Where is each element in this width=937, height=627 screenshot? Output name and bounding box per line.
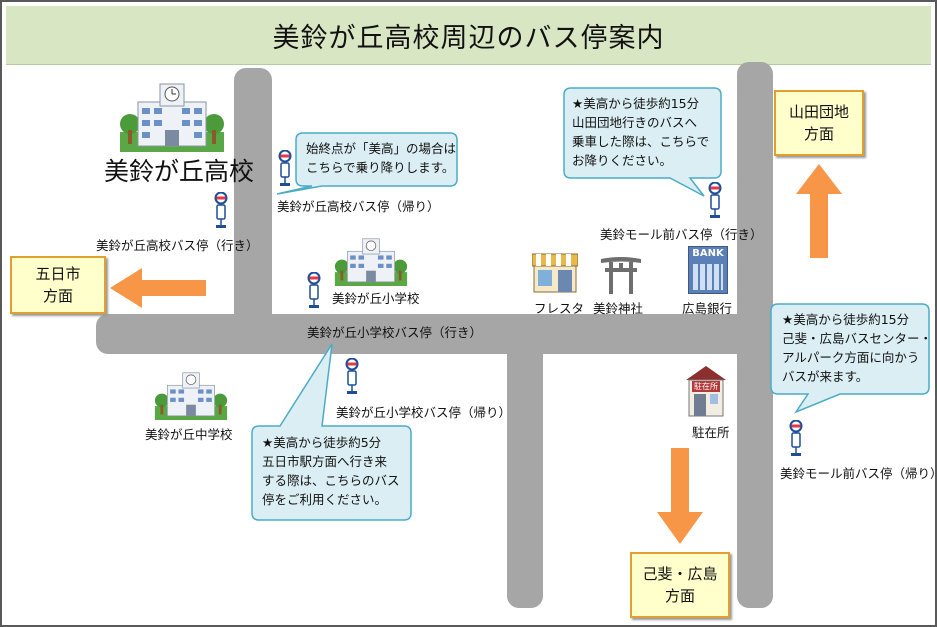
road-vertical-east: [737, 62, 773, 608]
bank-building-icon: BANK: [688, 246, 728, 294]
bus-stop-icon: [708, 182, 722, 218]
direction-itsukaichi-line2: 方面: [42, 287, 73, 305]
bus-stop-icon: [214, 192, 228, 228]
callout-koi-line3: アルパーク方面に向かう: [782, 350, 920, 365]
bus-stop-label-hs-outbound: 美鈴が丘高校バス停（行き）: [96, 238, 259, 253]
callout-terminal-line2: こちらで乗り降りします。: [306, 160, 455, 175]
arrow-up-icon: [796, 164, 842, 258]
high-school-label: 美鈴が丘高校: [104, 157, 255, 186]
callout-itsukaichi-line1: ★美高から徒歩約5分: [262, 435, 382, 450]
bus-stop-label-elem-return: 美鈴が丘小学校バス停（帰り）: [336, 405, 512, 420]
callout-itsukaichi-line3: する際は、こちらのバス: [262, 473, 400, 488]
police-box-label: 駐在所: [692, 425, 730, 440]
junior-high-label: 美鈴が丘中学校: [145, 427, 233, 442]
direction-koi-line2: 方面: [664, 587, 695, 605]
callout-koi-line1: ★美高から徒歩約15分: [782, 312, 910, 327]
direction-itsukaichi: 五日市 方面: [10, 256, 106, 314]
callout-yamada-shape: [563, 87, 722, 197]
direction-koi-hiroshima: 己斐・広島 方面: [630, 552, 730, 618]
callout-itsukaichi-line4: 停をご利用ください。: [262, 492, 388, 507]
direction-koi-line1: 己斐・広島: [642, 565, 718, 583]
bus-stop-label-mall-return: 美鈴モール前バス停（帰り）: [780, 466, 937, 481]
bus-stop-icon: [345, 358, 359, 394]
bus-stop-label-mall-outbound: 美鈴モール前バス停（行き）: [600, 227, 763, 242]
shrine-label: 美鈴神社: [593, 301, 644, 316]
callout-itsukaichi-line2: 五日市駅方面へ行き来: [262, 454, 388, 469]
junior-high-building-icon: [154, 372, 228, 420]
callout-terminal: 始終点が「美高」の場合は こちらで乗り降りします。: [254, 130, 460, 196]
bus-stop-label-hs-return: 美鈴が丘高校バス停（帰り）: [277, 199, 440, 214]
bank-sign: BANK: [692, 248, 724, 259]
road-horizontal-main: [96, 314, 772, 354]
bus-stop-icon: [307, 272, 321, 308]
direction-itsukaichi-line1: 五日市: [35, 265, 81, 283]
arrow-down-icon: [657, 448, 703, 544]
callout-koi: ★美高から徒歩約15分 己斐・広島バスセンター・ アルパーク方面に向かう バスが…: [768, 302, 934, 416]
callout-yamada-line2: 山田団地行きのバスへ: [572, 115, 698, 130]
direction-yamada-line1: 山田団地: [788, 103, 849, 121]
supermarket-label: フレスタ: [534, 301, 585, 316]
direction-yamada-line2: 方面: [803, 125, 834, 143]
callout-itsukaichi: ★美高から徒歩約5分 五日市駅方面へ行き来 する際は、こちらのバス 停をご利用く…: [250, 342, 416, 522]
callout-terminal-line1: 始終点が「美高」の場合は: [306, 141, 457, 156]
callout-yamada-line1: ★美高から徒歩約15分: [572, 96, 700, 111]
direction-yamada: 山田団地 方面: [774, 90, 864, 156]
bank-label: 広島銀行: [682, 301, 733, 316]
police-box-icon: 駐在所: [684, 364, 728, 418]
elementary-school-label: 美鈴が丘小学校: [332, 291, 420, 306]
high-school-building-icon: [120, 83, 224, 152]
callout-koi-line4: バスが来ます。: [782, 369, 869, 384]
callout-yamada-line4: お降りください。: [572, 153, 673, 168]
bus-stop-icon: [278, 150, 292, 186]
callout-terminal-shape: [276, 132, 458, 195]
road-vertical-middle: [507, 332, 543, 608]
supermarket-icon: [532, 253, 578, 293]
callout-yamada-line3: 乗車した際は、こちらで: [572, 134, 710, 149]
page-title: 美鈴が丘高校周辺のバス停案内: [6, 6, 931, 65]
elementary-school-building-icon: [334, 238, 408, 286]
bus-stop-label-elem-outbound: 美鈴が丘小学校バス停（行き）: [307, 325, 483, 340]
police-box-sign: 駐在所: [692, 381, 720, 392]
callout-yamada: ★美高から徒歩約15分 山田団地行きのバスへ 乗車した際は、こちらで お降りくだ…: [562, 86, 728, 202]
shrine-torii-icon: [601, 257, 641, 294]
callout-koi-line2: 己斐・広島バスセンター・: [782, 331, 933, 346]
arrow-left-icon: [110, 268, 206, 308]
road-vertical-west: [234, 68, 272, 328]
callout-itsukaichi-shape: [251, 343, 412, 521]
bus-stop-icon: [789, 420, 803, 456]
callout-koi-shape: [770, 303, 930, 414]
